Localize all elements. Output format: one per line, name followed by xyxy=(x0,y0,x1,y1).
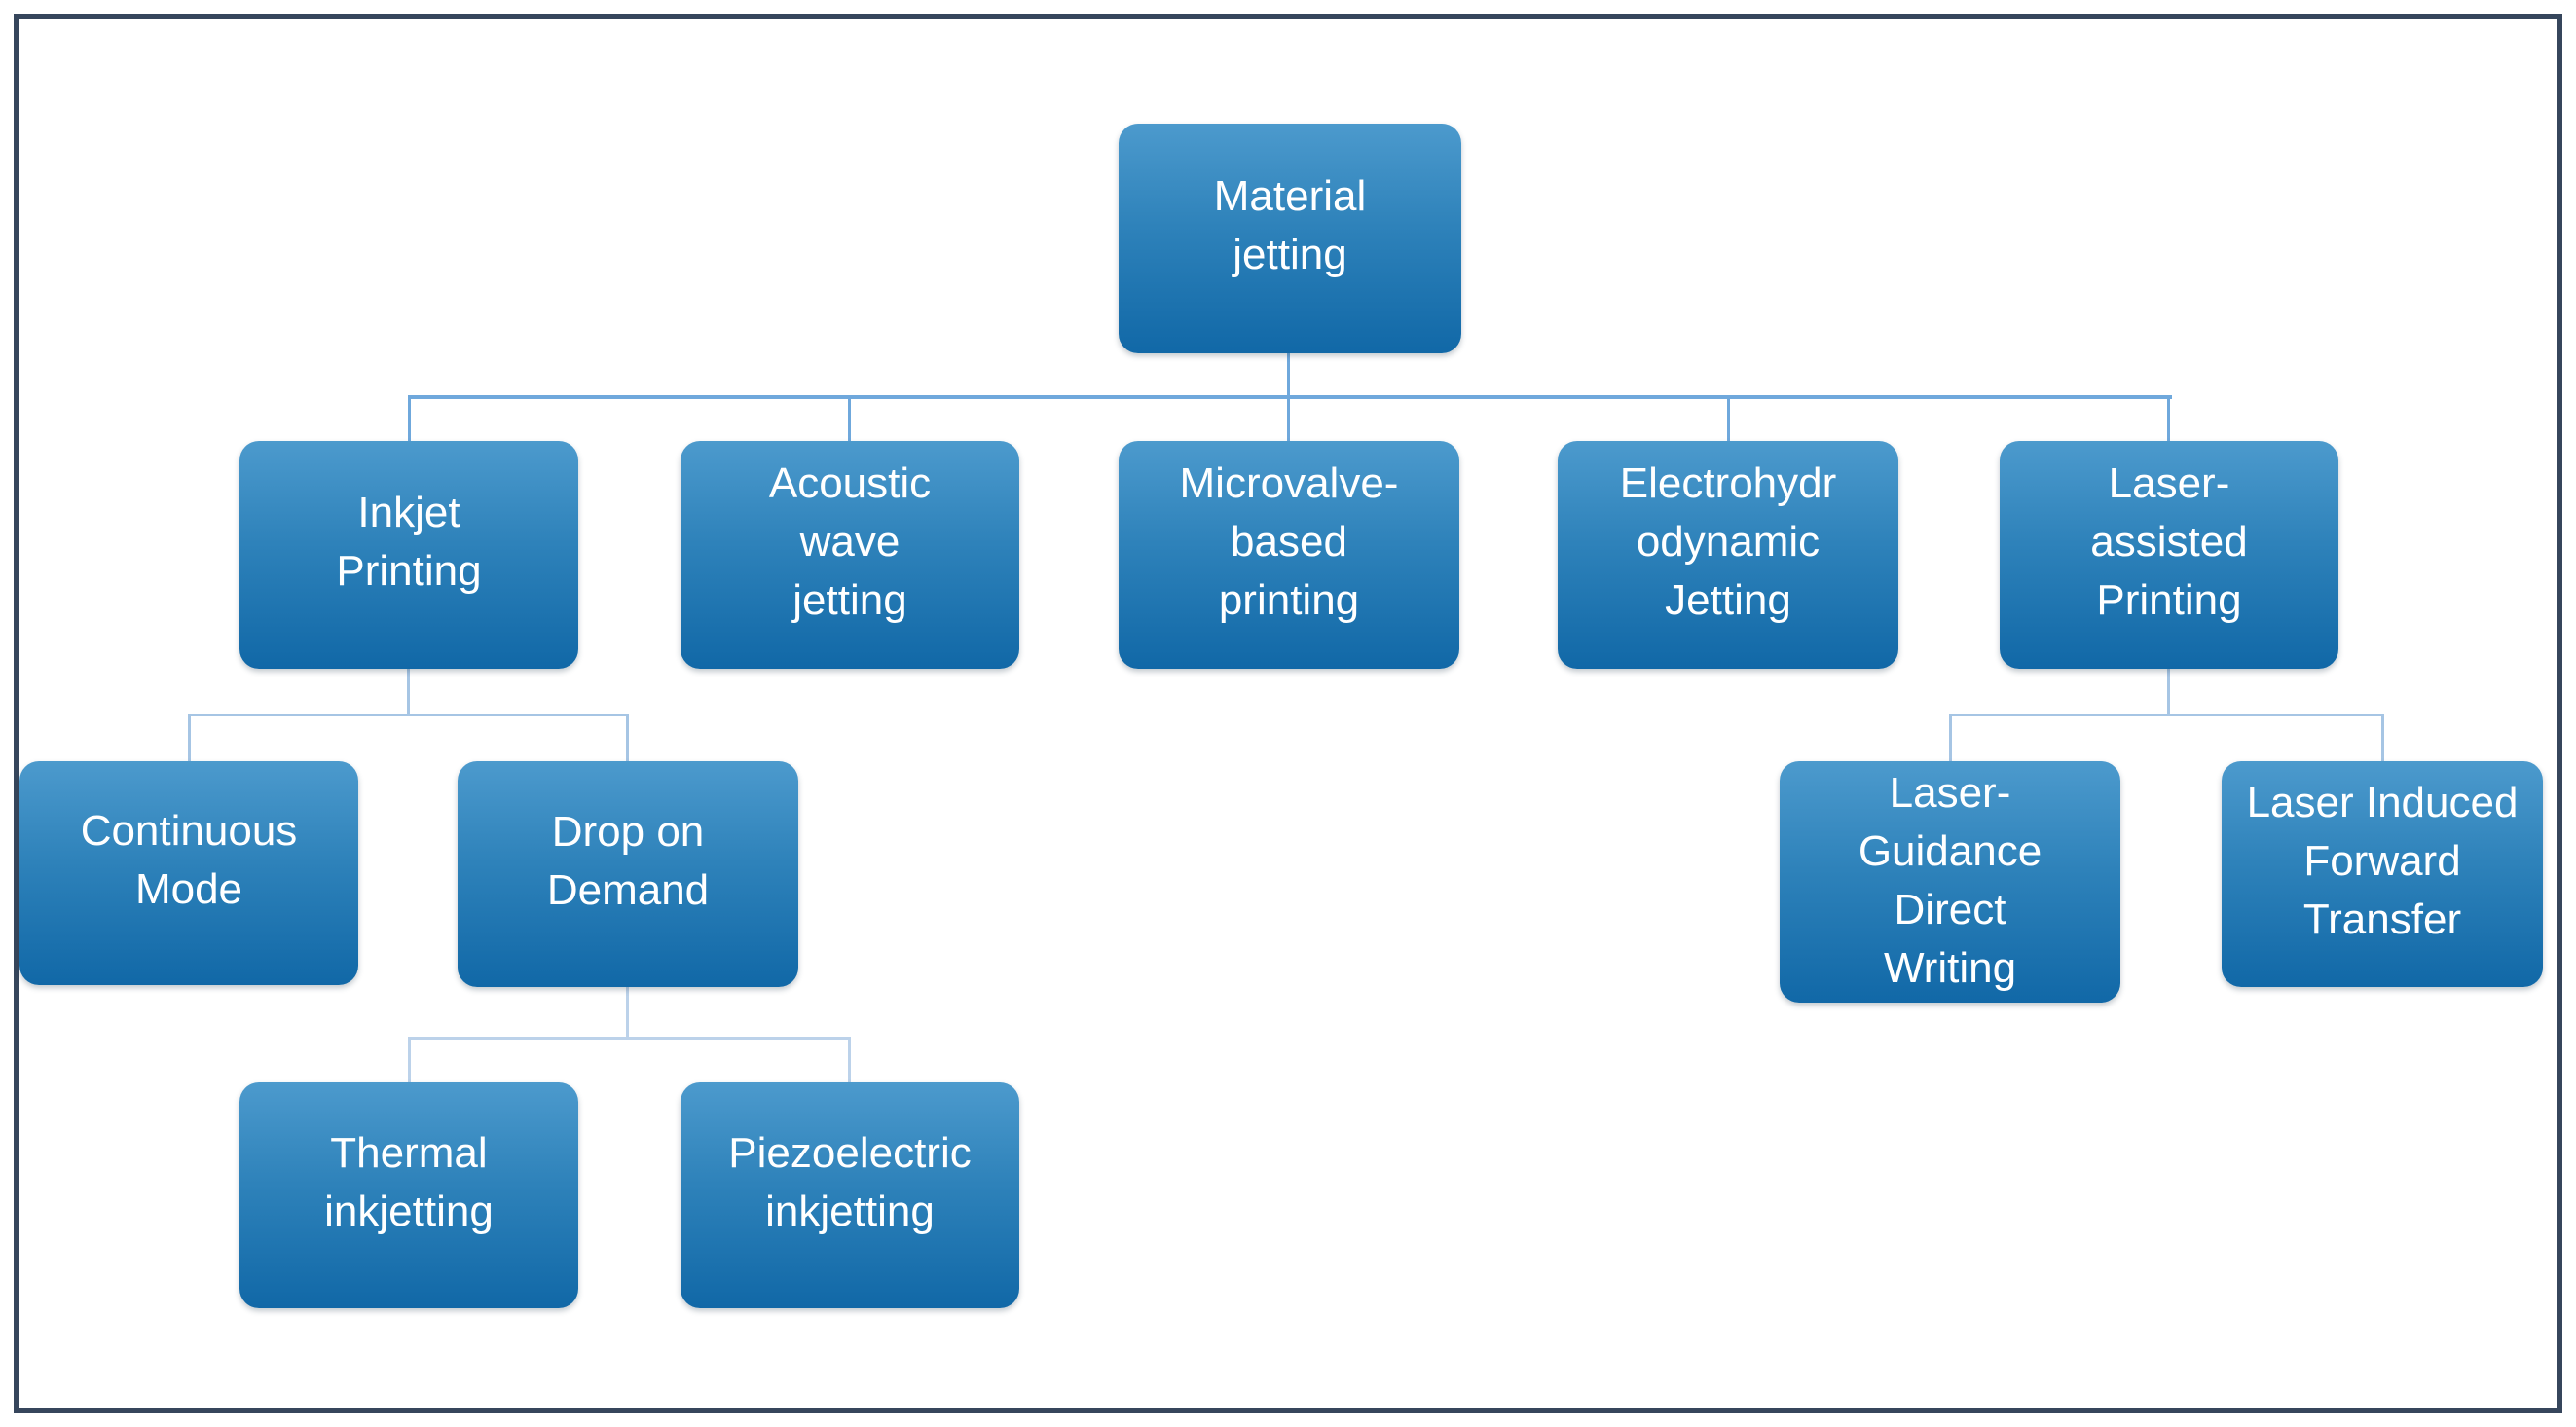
connector-line-horizontal xyxy=(408,1037,851,1040)
node-laser-assisted-printing: Laser- assisted Printing xyxy=(2000,441,2338,669)
connector-line-vertical xyxy=(848,399,851,443)
connector-line-vertical xyxy=(1949,715,1952,761)
node-electrohydrodynamic-jetting: Electrohydr odynamic Jetting xyxy=(1558,441,1898,669)
node-thermal-inkjetting: Thermal inkjetting xyxy=(239,1082,578,1308)
connector-line-vertical xyxy=(1287,353,1290,397)
node-laser-guidance-direct-writing: Laser- Guidance Direct Writing xyxy=(1780,761,2120,1003)
node-continuous-mode: Continuous Mode xyxy=(19,761,358,985)
connector-line-vertical xyxy=(2167,669,2170,715)
connector-line-vertical xyxy=(1727,399,1730,443)
connector-line-vertical xyxy=(188,715,191,761)
connector-line-vertical xyxy=(626,987,629,1039)
node-microvalve-based-printing: Microvalve- based printing xyxy=(1119,441,1459,669)
connector-line-horizontal xyxy=(188,714,629,716)
connector-line-vertical xyxy=(626,715,629,761)
node-drop-on-demand: Drop on Demand xyxy=(458,761,798,987)
node-material-jetting: Material jetting xyxy=(1119,124,1461,353)
connector-line-vertical xyxy=(848,1040,851,1082)
node-acoustic-wave-jetting: Acoustic wave jetting xyxy=(681,441,1019,669)
node-inkjet-printing: Inkjet Printing xyxy=(239,441,578,669)
connector-line-vertical xyxy=(1287,399,1290,443)
connector-line-horizontal xyxy=(1949,714,2384,716)
connector-line-vertical xyxy=(2167,399,2170,443)
connector-line-vertical xyxy=(408,1040,411,1082)
connector-line-vertical xyxy=(408,399,411,443)
node-piezoelectric-inkjetting: Piezoelectric inkjetting xyxy=(681,1082,1019,1308)
connector-line-horizontal xyxy=(408,395,2172,399)
connector-line-vertical xyxy=(2381,715,2384,761)
connector-line-vertical xyxy=(407,669,410,715)
diagram-border xyxy=(14,14,2562,1413)
node-laser-induced-forward-transfer: Laser Induced Forward Transfer xyxy=(2222,761,2543,987)
